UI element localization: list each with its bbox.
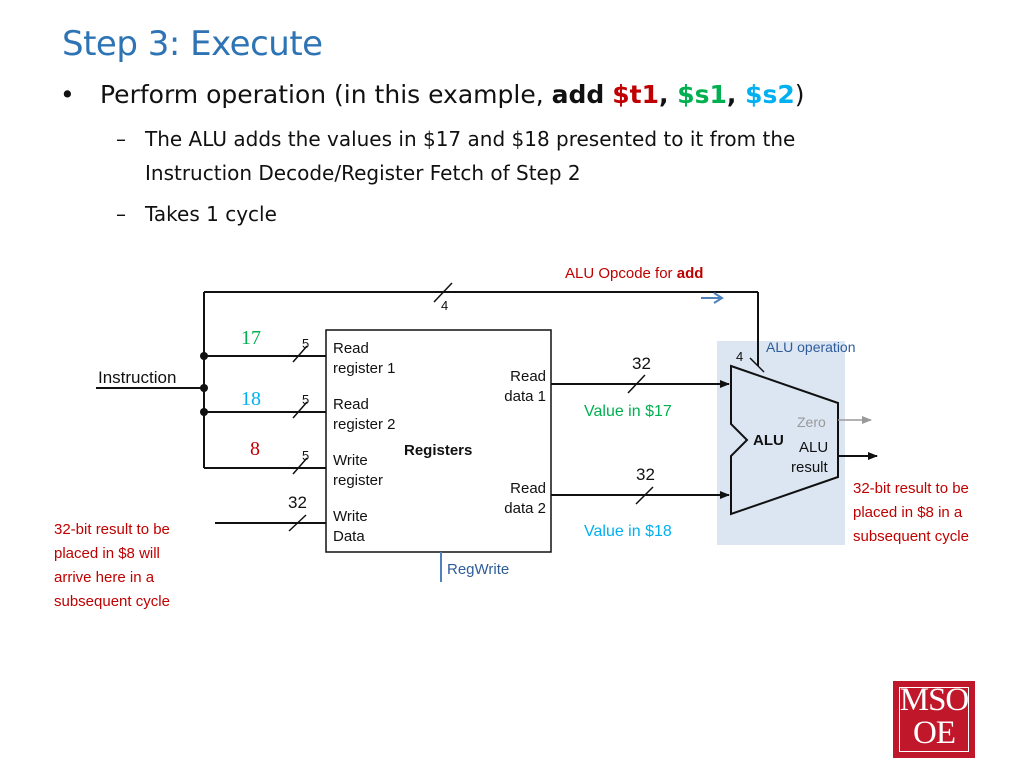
bus-width-32: 32 xyxy=(632,354,651,373)
write-register-label: register xyxy=(333,472,383,489)
sub-bullet-text: Takes 1 cycle xyxy=(145,202,277,226)
zero-label: Zero xyxy=(797,414,826,430)
bus-slash xyxy=(749,357,765,373)
read-data-2-label: Read xyxy=(510,480,546,497)
reg-num-8: 8 xyxy=(250,438,260,460)
bus-width-32: 32 xyxy=(288,493,307,512)
alu-result-annotation: 32-bit result to be placed in $8 in a su… xyxy=(853,480,973,545)
bus-slash xyxy=(292,457,308,475)
logo-border xyxy=(899,687,969,752)
registers-title: Registers xyxy=(404,442,472,459)
sub-bullet-dash: – xyxy=(116,127,126,151)
value-18-annotation: Value in $18 xyxy=(584,523,672,540)
alu-label: ALU xyxy=(753,432,784,449)
read-data-1-label: Read xyxy=(510,368,546,385)
alu-op-width: 4 xyxy=(736,349,743,364)
reg-num-17: 17 xyxy=(241,327,261,349)
read-register-1-label: register 1 xyxy=(333,360,396,377)
bus-slash xyxy=(627,374,646,394)
sub-bullet-alu-adds: – The ALU adds the values in $17 and $18… xyxy=(116,122,906,190)
bus-width-5: 5 xyxy=(302,392,309,407)
bus-slash xyxy=(288,514,307,532)
slide-title: Step 3: Execute xyxy=(62,24,323,64)
bullet-reg-t1: $t1 xyxy=(612,80,659,109)
alu-result-label: result xyxy=(791,459,829,476)
bullet-reg-s2: $s2 xyxy=(745,80,795,109)
alu-operation-label: ALU operation xyxy=(766,339,856,355)
bus-width-32: 32 xyxy=(636,465,655,484)
bus-slash xyxy=(292,345,308,363)
bullet-comma-2: , xyxy=(726,80,746,109)
bus-width-5: 5 xyxy=(302,448,309,463)
bus-width-4: 4 xyxy=(441,298,448,313)
bullet-reg-s1: $s1 xyxy=(677,80,727,109)
read-register-2-label: Read xyxy=(333,396,369,413)
junction-dot xyxy=(200,384,208,392)
bullet-comma-1: , xyxy=(659,80,678,109)
regwrite-label: RegWrite xyxy=(447,561,509,578)
bullet-suffix: ) xyxy=(794,80,805,109)
bullet-prefix: Perform operation (in this example, xyxy=(100,80,552,109)
write-data-label: Write xyxy=(333,508,368,525)
bus-slash xyxy=(292,401,308,419)
value-17-annotation: Value in $17 xyxy=(584,403,672,420)
bullet-op: add xyxy=(551,80,605,109)
bus-slash xyxy=(635,486,654,505)
logo-text-bottom: OE xyxy=(913,715,956,751)
msoe-logo: MSO OE xyxy=(893,681,975,758)
opcode-arrow-icon xyxy=(713,292,724,304)
bus-slash xyxy=(433,282,453,303)
bus-width-5: 5 xyxy=(302,336,309,351)
bullet-dot: • xyxy=(60,80,75,109)
registers-box xyxy=(325,329,552,553)
instruction-label: Instruction xyxy=(98,368,176,387)
main-bullet: • Perform operation (in this example, add… xyxy=(60,80,805,109)
read-data-1-label: data 1 xyxy=(504,388,546,405)
sub-bullet-cycle: – Takes 1 cycle xyxy=(116,197,277,231)
write-data-label: Data xyxy=(333,528,365,545)
reg-num-18: 18 xyxy=(241,388,261,410)
read-register-2-label: register 2 xyxy=(333,416,396,433)
logo-text-top: MSO xyxy=(899,682,970,718)
sub-bullet-dash: – xyxy=(116,202,126,226)
alu-opcode-annotation: ALU Opcode for add xyxy=(565,265,703,282)
read-data-2-label: data 2 xyxy=(504,500,546,517)
write-data-annotation: 32-bit result to be placed in $8 will ar… xyxy=(54,521,174,610)
alu-shape xyxy=(730,364,839,516)
read-register-1-label: Read xyxy=(333,340,369,357)
sub-bullet-text: The ALU adds the values in $17 and $18 p… xyxy=(145,127,796,185)
alu-result-label: ALU xyxy=(799,439,828,456)
write-register-label: Write xyxy=(333,452,368,469)
